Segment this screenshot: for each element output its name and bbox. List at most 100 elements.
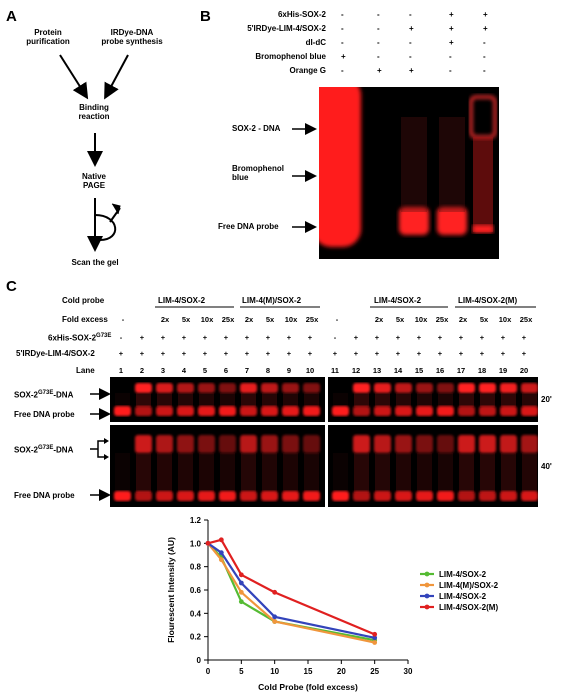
data-point	[238, 580, 244, 586]
data-point	[218, 550, 224, 556]
cold-probe-label: Cold probe	[62, 296, 105, 305]
panel-c-band-arrows	[90, 388, 111, 501]
y-axis-label: Flourescent Intensity (AU)	[166, 537, 176, 643]
his-cell: +	[416, 333, 422, 342]
condition-cell: -	[377, 10, 380, 19]
gel-lane	[374, 435, 391, 501]
complex-label-bottom-text: SOX-2	[14, 445, 39, 455]
fold-excess-cell: 10x	[498, 315, 512, 324]
gel-lane	[458, 383, 475, 416]
free-label-top: Free DNA probe	[14, 410, 75, 419]
irdye-cell: +	[479, 349, 485, 358]
flow-step-probe-synthesis: IRDye-DNA probe synthesis	[101, 28, 163, 46]
condition-row-label: 6xHis-SOX-2	[277, 10, 326, 19]
irdye-cell: +	[307, 349, 313, 358]
his-cell: +	[374, 333, 380, 342]
gel-lane	[332, 393, 349, 416]
gel-lane	[479, 435, 496, 501]
his-cell: -	[119, 333, 123, 342]
time-label-20: 20'	[541, 395, 552, 404]
gel-lane	[114, 393, 131, 416]
irdye-cell: +	[521, 349, 527, 358]
fold-excess-cell: 10x	[414, 315, 428, 324]
fold-excess-cell: 5x	[479, 315, 489, 324]
lane-number: 14	[393, 366, 403, 375]
gel-lane	[521, 435, 538, 501]
complex-label-top: SOX-2G73E-DNA	[14, 390, 73, 400]
irdye-cell: +	[160, 349, 166, 358]
legend-label: LIM-4/SOX-2	[439, 570, 487, 579]
gel-lane	[156, 435, 173, 501]
fold-excess-cell: 25x	[519, 315, 533, 324]
gel-lane	[198, 383, 215, 416]
his-cell: +	[437, 333, 443, 342]
gel-c-bottom-right	[328, 425, 538, 507]
lane-number: 17	[456, 366, 466, 375]
lane-number: 18	[477, 366, 487, 375]
arrow-loop	[94, 207, 121, 241]
condition-cell: -	[377, 52, 380, 61]
arrow-probe-to-binding	[104, 54, 129, 100]
panel-b-band-arrows	[292, 123, 317, 233]
his-sox2-superscript: G73E	[96, 333, 112, 339]
lane-row-label: Lane	[76, 366, 95, 375]
fold-excess-cell: 10x	[200, 315, 214, 324]
gel-lane	[353, 435, 370, 501]
arrow-protein-to-binding	[59, 54, 89, 100]
irdye-cell: +	[181, 349, 187, 358]
gel-lane	[374, 383, 391, 416]
gel-lane	[437, 435, 454, 501]
legend-label: LIM-4/SOX-2(M)	[439, 603, 498, 612]
panel-a-letter: A	[6, 8, 17, 25]
condition-cell: -	[377, 24, 380, 33]
lane-number: 2	[139, 366, 145, 375]
fold-excess-cell: 5x	[395, 315, 405, 324]
his-cell: +	[202, 333, 208, 342]
irdye-cell: +	[353, 349, 359, 358]
irdye-cell: +	[286, 349, 292, 358]
condition-cell: -	[409, 38, 412, 47]
gel-b-lane1-dye	[319, 87, 361, 247]
gel-lane	[521, 383, 538, 416]
his-cell: +	[521, 333, 527, 342]
gel-lane	[177, 383, 194, 416]
his-cell: +	[500, 333, 506, 342]
data-point	[372, 635, 378, 641]
gel-lane	[479, 383, 496, 416]
data-point	[272, 619, 278, 624]
his-cell: +	[353, 333, 359, 342]
gel-lane	[353, 383, 370, 416]
data-point	[218, 537, 224, 543]
condition-row-label: Orange G	[289, 66, 326, 75]
group-right-1: LIM-4/SOX-2	[374, 296, 422, 305]
condition-cell: +	[341, 52, 346, 61]
data-point	[372, 631, 378, 637]
gel-lane	[114, 453, 131, 501]
fold-excess-cell: 2x	[160, 315, 170, 324]
gel-lane	[458, 435, 475, 501]
legend-marker	[424, 593, 430, 599]
lane-number: 4	[181, 366, 187, 375]
legend-marker	[424, 582, 430, 588]
complex-label-bottom-suffix: -DNA	[53, 445, 74, 455]
time-label-40: 40'	[541, 462, 552, 471]
irdye-cell: +	[395, 349, 401, 358]
lane-number: 7	[244, 366, 250, 375]
gel-c-bottom-left	[110, 425, 325, 507]
gel-lane	[219, 435, 236, 501]
x-tick-label: 15	[304, 667, 313, 676]
complex-label-top-text: SOX-2	[14, 390, 39, 400]
gel-lane	[416, 435, 433, 501]
gel-lane	[395, 383, 412, 416]
his-cell: +	[458, 333, 464, 342]
his-cell: +	[286, 333, 292, 342]
x-tick-label: 0	[206, 667, 211, 676]
condition-cell: -	[341, 10, 344, 19]
condition-cell: -	[377, 38, 380, 47]
group-left-1: LIM-4/SOX-2	[158, 296, 206, 305]
x-tick-label: 30	[404, 667, 413, 676]
condition-cell: +	[449, 38, 454, 47]
y-tick-label: 1.0	[190, 539, 202, 548]
fold-excess-cell: 25x	[435, 315, 449, 324]
lane-number: 3	[160, 366, 166, 375]
